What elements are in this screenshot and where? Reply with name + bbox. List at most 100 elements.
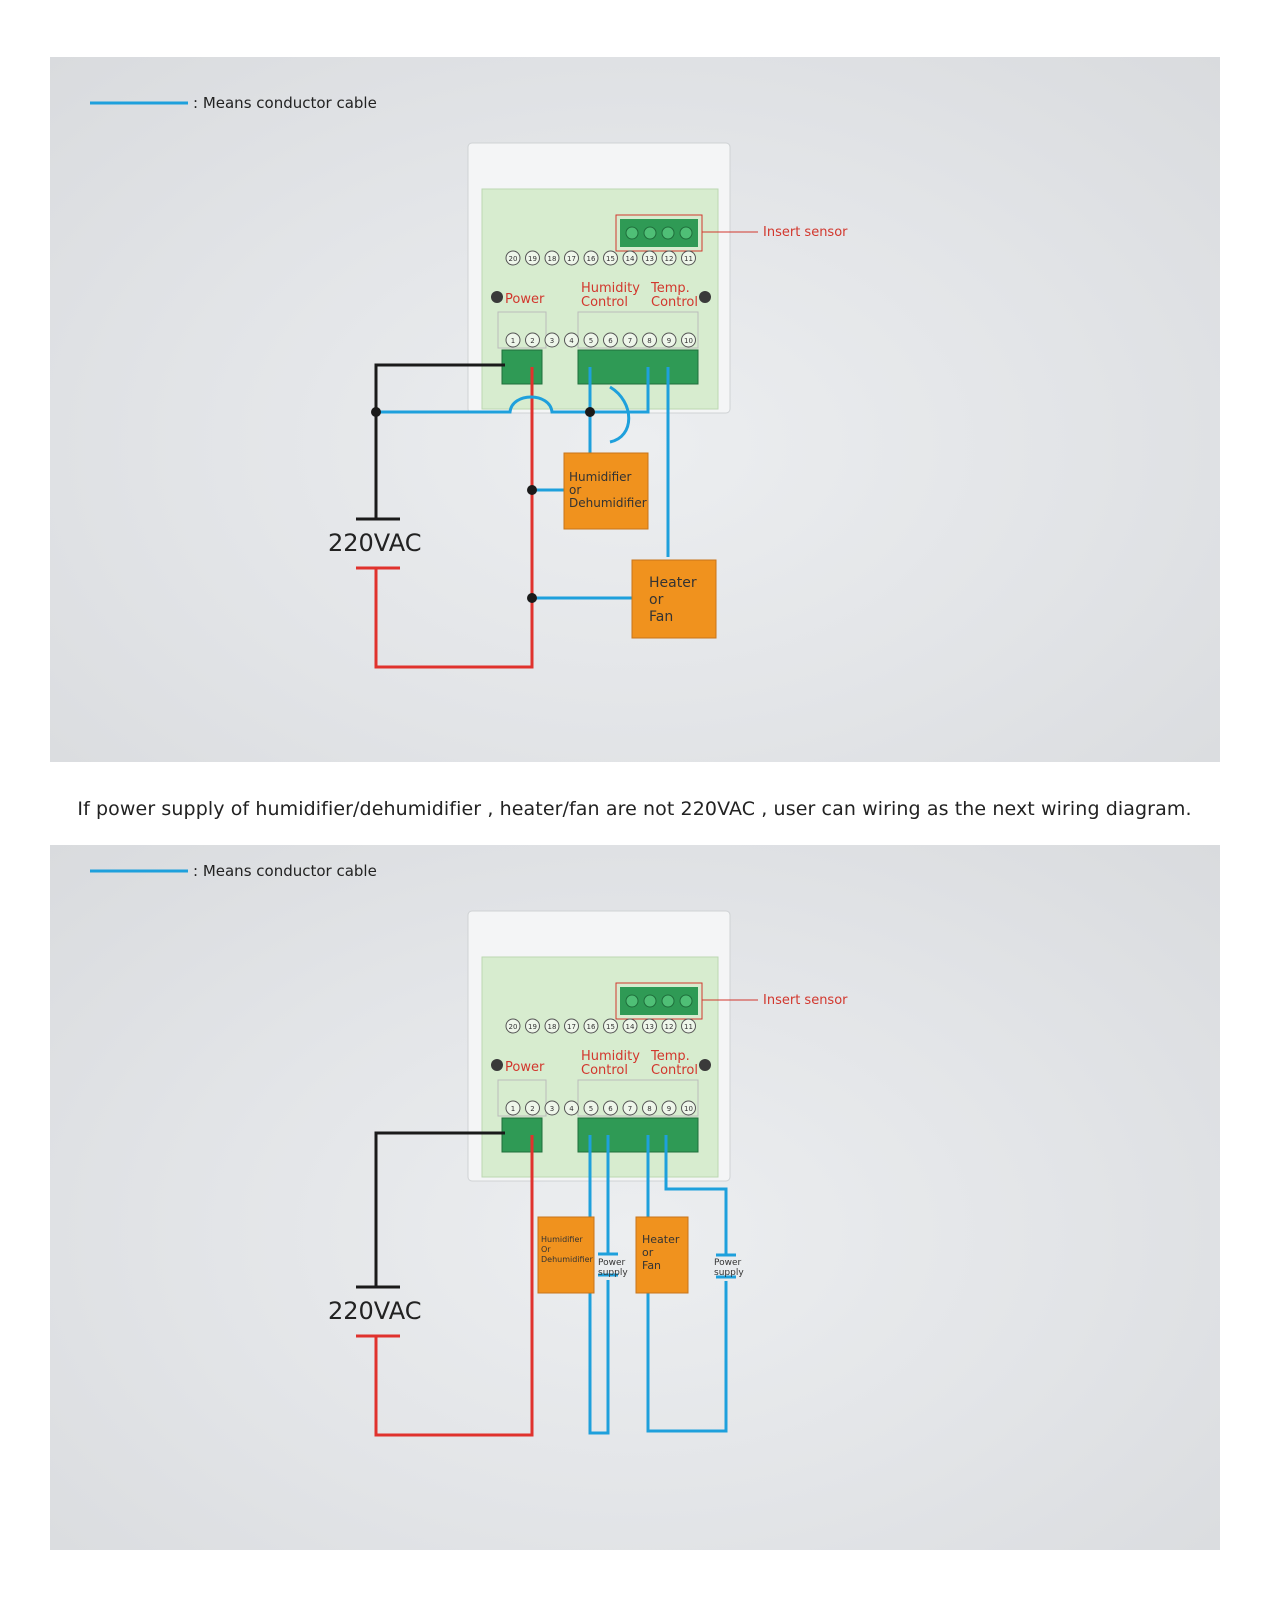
insert-sensor-label: Insert sensor xyxy=(763,993,848,1008)
terminal-number: 7 xyxy=(628,1105,632,1113)
terminal-circle xyxy=(525,250,540,266)
terminal-number: 3 xyxy=(550,337,554,345)
terminal-number: 19 xyxy=(528,255,537,263)
terminal-circle xyxy=(681,250,696,266)
power-supply-2-label-1: Power xyxy=(714,1258,742,1268)
terminal-circle xyxy=(661,332,677,348)
heater-label-2: or xyxy=(649,592,664,608)
supply-voltage-label: 220VAC xyxy=(328,1297,421,1325)
junction-dot xyxy=(371,407,381,417)
humidifier-box xyxy=(563,452,649,530)
terminal-number: 15 xyxy=(606,1023,615,1031)
terminal-number: 13 xyxy=(645,1023,654,1031)
temp-control-label-1: Temp. xyxy=(650,281,690,296)
terminal-circle xyxy=(603,1100,618,1116)
terminal-circle xyxy=(622,1018,638,1034)
heater-box xyxy=(631,559,717,639)
terminal-circle xyxy=(661,1018,677,1034)
neutral-wire xyxy=(374,1131,505,1287)
terminal-circle xyxy=(505,1100,521,1116)
terminal-number: 17 xyxy=(567,1023,576,1031)
terminal-circle xyxy=(564,1100,579,1116)
terminal-circle xyxy=(544,332,560,348)
humidity-control-label-2: Control xyxy=(581,1063,628,1078)
heater-label-2: or xyxy=(642,1246,654,1259)
power-supply-1-label-1: Power xyxy=(598,1258,626,1268)
terminal-number: 6 xyxy=(608,337,613,345)
terminal-number: 20 xyxy=(509,1023,518,1031)
heater-label-3: Fan xyxy=(642,1259,661,1272)
humidity-control-label-1: Humidity xyxy=(581,281,640,296)
terminal-circle xyxy=(603,332,618,348)
terminal-number: 8 xyxy=(647,337,651,345)
humidifier-label-2: Or xyxy=(541,1245,551,1254)
humidifier-label-1: Humidifier xyxy=(569,470,632,484)
terminal-circle xyxy=(525,1018,540,1034)
terminal-circle xyxy=(564,250,579,266)
terminal-number: 11 xyxy=(684,255,693,263)
terminal-number: 15 xyxy=(606,255,615,263)
terminal-circle xyxy=(525,1100,540,1116)
terminal-circle xyxy=(642,1100,657,1116)
power-supply-1-label-2: supply xyxy=(598,1268,628,1278)
terminal-circle xyxy=(642,1018,657,1034)
terminal-circle xyxy=(661,250,677,266)
neutral-wire xyxy=(374,363,505,519)
temp-control-label-2: Control xyxy=(651,1063,698,1078)
humidity-control-label-1: Humidity xyxy=(581,1049,640,1064)
terminal-circle xyxy=(603,1018,618,1034)
terminal-circle xyxy=(505,250,521,266)
heater-label-1: Heater xyxy=(642,1233,680,1246)
humidity-control-label-2: Control xyxy=(581,295,628,310)
terminal-circle xyxy=(622,332,638,348)
terminal-circle xyxy=(564,1018,579,1034)
legend-text: : Means conductor cable xyxy=(193,862,377,880)
terminal-number: 5 xyxy=(589,337,593,345)
terminal-number: 9 xyxy=(667,1105,671,1113)
terminal-circle xyxy=(622,250,638,266)
terminal-number: 14 xyxy=(626,1023,635,1031)
terminal-circle xyxy=(681,1100,696,1116)
power-label: Power xyxy=(505,1060,545,1075)
terminal-circle xyxy=(583,250,599,266)
heater-label-1: Heater xyxy=(649,575,697,591)
terminal-number: 1 xyxy=(511,337,515,345)
terminal-number: 10 xyxy=(684,1105,693,1113)
terminal-circle xyxy=(544,250,560,266)
controller-body xyxy=(467,910,758,1182)
temp-control-label-2: Control xyxy=(651,295,698,310)
wiring-note-caption: If power supply of humidifier/dehumidifi… xyxy=(77,798,1192,820)
humidifier-box xyxy=(537,1216,595,1294)
junction-dot xyxy=(585,407,595,417)
terminal-number: 4 xyxy=(569,1105,574,1113)
terminal-number: 18 xyxy=(548,1023,557,1031)
terminal-circle xyxy=(583,1100,599,1116)
live-wire xyxy=(374,367,534,669)
terminal-number: 12 xyxy=(665,1023,674,1031)
terminal-number: 17 xyxy=(567,255,576,263)
power-label: Power xyxy=(505,292,545,307)
terminal-circle xyxy=(583,332,599,348)
terminal-number: 16 xyxy=(587,255,596,263)
terminal-number: 12 xyxy=(665,255,674,263)
temp-control-label-1: Temp. xyxy=(650,1049,690,1064)
terminal-circle xyxy=(544,1100,560,1116)
terminal-number: 6 xyxy=(608,1105,613,1113)
terminal-number: 13 xyxy=(645,255,654,263)
live-wire xyxy=(374,1135,534,1437)
terminal-circle xyxy=(642,250,657,266)
terminal-number: 19 xyxy=(528,1023,537,1031)
legend-text: : Means conductor cable xyxy=(193,94,377,112)
humidifier-label-3: Dehumidifier xyxy=(569,496,647,510)
junction-dot xyxy=(527,593,537,603)
heater-label-3: Fan xyxy=(649,609,673,625)
terminal-number: 1 xyxy=(511,1105,515,1113)
terminal-circle xyxy=(564,332,579,348)
humidifier-label-2: or xyxy=(569,483,581,497)
supply-voltage-label: 220VAC xyxy=(328,529,421,557)
junction-dot xyxy=(527,485,537,495)
